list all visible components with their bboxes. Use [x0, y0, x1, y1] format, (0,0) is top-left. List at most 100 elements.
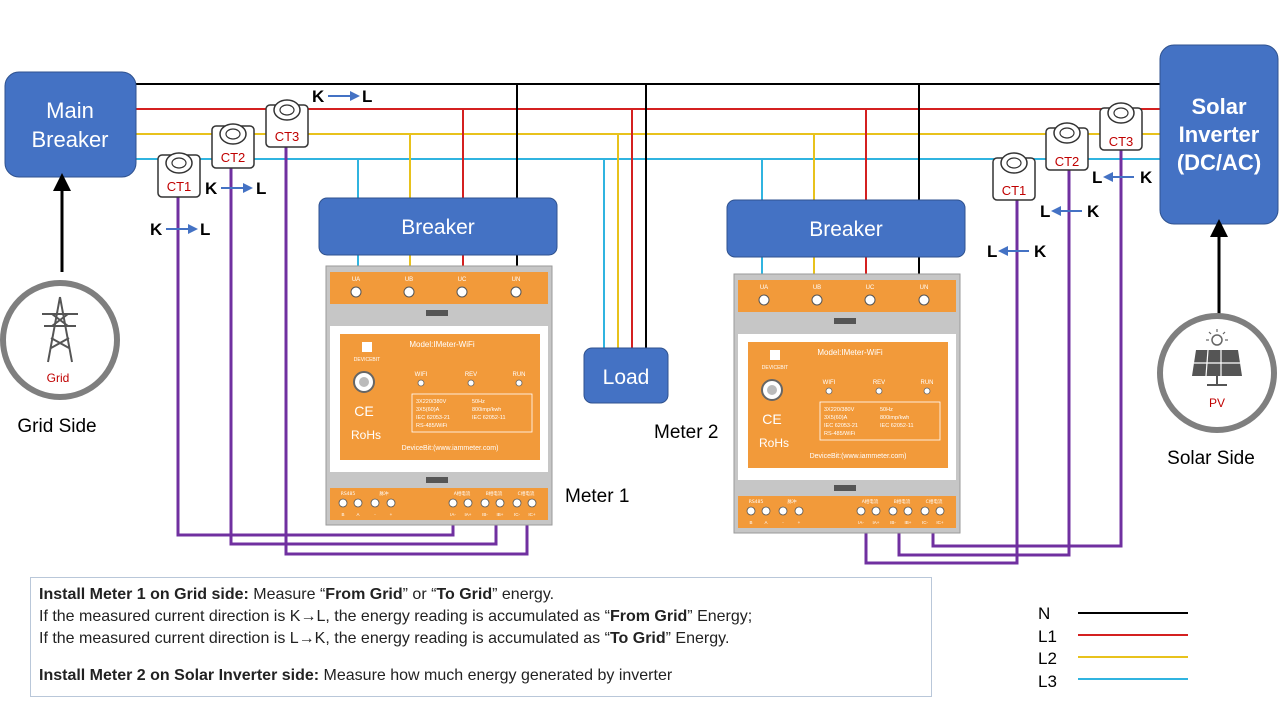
meter-2-website: DeviceBit:(www.iammeter.com) — [810, 453, 907, 460]
pv-icon-label: PV — [1209, 396, 1225, 410]
meter-1-pin: IA- — [450, 512, 456, 517]
meter-1-bottom-label: C相电流 — [518, 490, 535, 497]
meter-2-bottom-label: 脉冲 — [788, 498, 797, 505]
note-text: If the measured current direction is K→L… — [39, 608, 610, 625]
note-text: Measure how much energy generated by inv… — [319, 667, 673, 684]
note-spacer — [39, 650, 923, 665]
meter-2-spec: 3X220/380V — [824, 407, 855, 413]
meter-1-ce: CE — [354, 403, 373, 419]
main-breaker-label-1: Main — [46, 98, 94, 123]
grid-direction-arrows: K L K L K L — [150, 87, 372, 239]
meter-1-pin: - — [374, 512, 376, 517]
meter-2-rohs: RoHs — [759, 436, 789, 450]
meter-1-term-ub: UB — [405, 277, 413, 283]
meter-2-ce: CE — [762, 411, 781, 427]
meter-1-pin: IB- — [482, 512, 488, 517]
solar-inverter-label-2: Inverter — [1179, 122, 1260, 147]
meter-2-term-un: UN — [920, 285, 929, 291]
ct-solar-2-label: CT2 — [1055, 154, 1080, 169]
meter-1-spec: IEC 62052-11 — [472, 415, 506, 421]
install-notes: Install Meter 1 on Grid side: Measure “F… — [30, 577, 932, 697]
meter-1-led-rev: REV — [465, 372, 477, 378]
meter-2-pin: IB+ — [905, 520, 912, 525]
main-breaker: Main Breaker — [4, 71, 137, 178]
load-drops — [603, 84, 647, 350]
meter-1: UA UB UC UN DEVICEBIT Model:IMeter-WiFi … — [325, 265, 553, 526]
meter-1-pin: A — [356, 512, 359, 517]
note-text: ” energy. — [492, 586, 555, 603]
ct-grid-3: CT3 — [265, 99, 309, 148]
meter-2-spec: 3X5(60)A — [824, 415, 848, 421]
meter-1-pin: IC- — [514, 512, 521, 517]
grid-icon: Grid — [0, 280, 120, 400]
meter-1-spec: 3X220/380V — [416, 399, 447, 405]
breaker-1: Breaker — [318, 197, 558, 256]
legend: N L1 L2 L3 — [1038, 604, 1188, 691]
meter-1-term-un: UN — [512, 277, 521, 283]
meter-1-pin: + — [390, 512, 393, 517]
meter-1-bottom-label: B相电流 — [486, 490, 503, 497]
meter-1-bottom-label: A相电流 — [454, 490, 471, 497]
meter-2-pin: IA- — [858, 520, 864, 525]
legend-label-l1: L1 — [1038, 627, 1057, 646]
ct-grid-1: CT1 — [157, 152, 201, 198]
note-emphasis: To Grid — [609, 630, 666, 647]
meter-1-term-uc: UC — [458, 277, 467, 283]
legend-label-l3: L3 — [1038, 672, 1057, 691]
meter-2-pin: IC- — [922, 520, 929, 525]
note-text: ” Energy; — [687, 608, 753, 625]
meter-1-bottom-label: RS485 — [341, 491, 356, 497]
ct-solar-1-label: CT1 — [1002, 183, 1027, 198]
meter-2-term-uc: UC — [866, 285, 875, 291]
solar-inverter-label-3: (DC/AC) — [1177, 150, 1261, 175]
meter-2-spec: IEC 62052-11 — [880, 423, 914, 429]
note-text: ” Energy. — [665, 630, 730, 647]
meter-1-pin: IB+ — [497, 512, 504, 517]
meter-2-pin: IA+ — [873, 520, 880, 525]
meter-1-term-ua: UA — [352, 277, 360, 283]
meter-1-website: DeviceBit:(www.iammeter.com) — [402, 445, 499, 452]
svg-text:K: K — [150, 220, 163, 239]
svg-text:L: L — [1040, 202, 1050, 221]
meter-1-pin: IC+ — [528, 512, 536, 517]
ct-grid-2-label: CT2 — [221, 150, 246, 165]
solar-inverter: Solar Inverter (DC/AC) — [1159, 44, 1279, 225]
meter-2-caption: Meter 2 — [654, 422, 718, 443]
svg-text:L: L — [987, 242, 997, 261]
meter-1-spec: 3X5(60)A — [416, 407, 440, 413]
legend-label-l2: L2 — [1038, 649, 1057, 668]
meter-2-led-rev: REV — [873, 380, 885, 386]
meter-2-bottom-label: C相电流 — [926, 498, 943, 505]
note-emphasis: From Grid — [325, 586, 403, 603]
meter-1-spec: 800imp/kwh — [472, 407, 501, 413]
svg-text:K: K — [1140, 168, 1153, 187]
meter-2-model: Model:IMeter-WiFi — [817, 348, 883, 357]
svg-text:L: L — [1092, 168, 1102, 187]
breaker-1-label: Breaker — [401, 216, 475, 239]
ct-solar-2: CT2 — [1045, 122, 1089, 171]
main-breaker-label-2: Breaker — [31, 127, 108, 152]
meter-2-brand: DEVICEBIT — [762, 365, 788, 371]
meter-2-spec: 50Hz — [880, 407, 893, 413]
meter-2-pin: + — [798, 520, 801, 525]
meter-1-model: Model:IMeter-WiFi — [409, 340, 475, 349]
meter-2-spec: IEC 62053-21 — [824, 423, 858, 429]
meter-2-led-wifi: WIFI — [823, 380, 836, 386]
meter-1-brand: DEVICEBIT — [354, 357, 380, 363]
meter-2-bottom-label: RS485 — [749, 499, 764, 505]
grid-icon-label: Grid — [47, 371, 70, 385]
note-text: If the measured current direction is L→K… — [39, 630, 610, 647]
solar-side-caption: Solar Side — [1167, 448, 1255, 469]
note-line-4: Install Meter 2 on Solar Inverter side: … — [39, 665, 923, 687]
breaker-2-label: Breaker — [809, 218, 883, 241]
meter-2-spec: RS-485/WiFi — [824, 431, 855, 437]
note-text: Measure “ — [248, 586, 326, 603]
breaker-2: Breaker — [726, 199, 966, 258]
ct-wires-solar — [864, 150, 1123, 565]
note-line-3: If the measured current direction is L→K… — [39, 628, 923, 650]
meter-1-pin: IA+ — [465, 512, 472, 517]
meter-2-pin: B — [749, 520, 752, 525]
meter-1-bottom-label: 脉冲 — [380, 490, 389, 497]
meter-1-spec: IEC 62053-21 — [416, 415, 450, 421]
ct-solar-3-label: CT3 — [1109, 134, 1134, 149]
